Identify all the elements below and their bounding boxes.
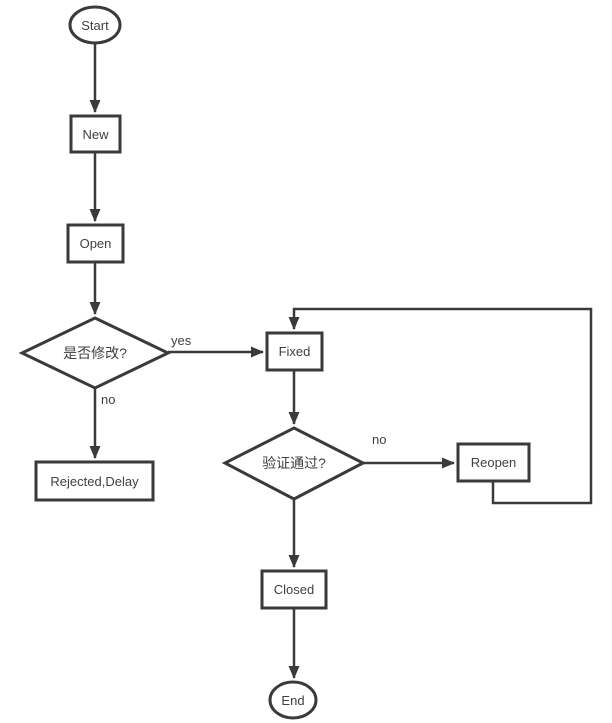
edge-label-yes: yes — [171, 333, 192, 348]
reopen-process-shape — [456, 442, 531, 483]
fixed-label: Fixed — [279, 344, 311, 359]
node-end: End — [268, 680, 318, 720]
node-fixed: Fixed — [265, 331, 324, 372]
start-label: Start — [81, 18, 109, 33]
rejected-label: Rejected,Delay — [50, 474, 139, 489]
edge-reopen-loop-to-fixed — [288, 307, 593, 505]
edge-label-no-fix: no — [101, 392, 115, 407]
rejected-process-shape — [34, 460, 155, 502]
decision-verify-label: 验证通过? — [262, 455, 326, 471]
end-label: End — [281, 693, 304, 708]
node-decision-verify: 验证通过? — [221, 426, 367, 501]
fixed-process-shape — [265, 331, 324, 372]
start-terminator-shape — [68, 5, 122, 45]
edge-label-no-verify: no — [372, 432, 386, 447]
decision-fix-label: 是否修改? — [63, 345, 127, 361]
node-rejected: Rejected,Delay — [34, 460, 155, 502]
decision-fix-diamond-shape — [18, 316, 172, 390]
new-label: New — [82, 127, 109, 142]
node-new: New — [69, 114, 122, 154]
decision-verify-diamond-shape — [221, 426, 367, 501]
new-process-shape — [69, 114, 122, 154]
open-process-shape — [66, 223, 125, 264]
closed-label: Closed — [274, 582, 314, 597]
node-reopen: Reopen — [456, 442, 531, 483]
node-start: Start — [68, 5, 122, 45]
node-decision-fix: 是否修改? — [18, 316, 172, 390]
reopen-label: Reopen — [471, 455, 517, 470]
open-label: Open — [80, 236, 112, 251]
node-closed: Closed — [260, 569, 328, 610]
closed-process-shape — [260, 569, 328, 610]
node-open: Open — [66, 223, 125, 264]
end-terminator-shape — [268, 680, 318, 720]
